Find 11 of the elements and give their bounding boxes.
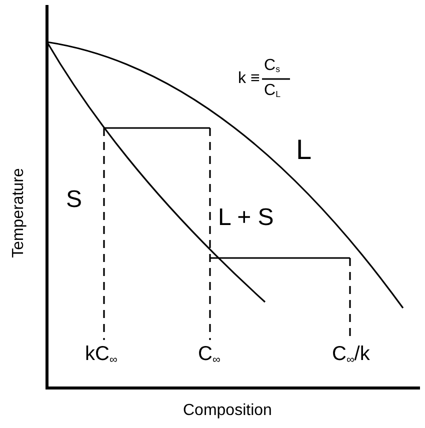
region-label: S — [66, 188, 82, 212]
axis-tick-label: kC$_{∞}$ — [85, 344, 118, 366]
axis-tick-label: C$_{∞}$ — [198, 344, 220, 366]
axis-tick-label: C$_{∞}$/k — [332, 344, 370, 366]
formula-text: C$_{s}$ — [264, 58, 280, 74]
formula-text: k ≡ — [238, 71, 260, 87]
axis-title: Temperature — [11, 167, 27, 260]
region-label: L — [296, 136, 312, 164]
formula-text: C$_{L}$ — [264, 83, 280, 99]
axis-title: Composition — [183, 403, 272, 419]
region-label: L + S — [218, 206, 274, 230]
